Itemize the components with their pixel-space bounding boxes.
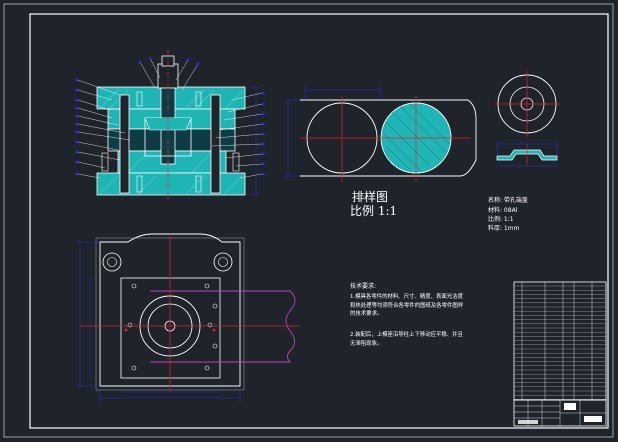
tech-requirement-1: 1.模具各零件的材料、尺寸、精度、表面光洁度和热处理等均须符合各零件的图纸及各零… <box>350 294 464 318</box>
strip-layout-view <box>284 86 477 182</box>
part-material: 材料: 08Al <box>488 207 518 214</box>
part-top-view <box>494 71 560 137</box>
tech-requirements-heading: 技术要求: <box>350 283 377 290</box>
outer-border <box>3 3 614 438</box>
part-section-view <box>496 141 558 167</box>
layout-scale: 比例 1:1 <box>350 204 398 218</box>
part-scale: 比例: 1:1 <box>488 216 514 223</box>
layout-title: 排样图 <box>352 190 389 204</box>
inner-border <box>29 13 609 429</box>
tech-requirement-2: 2.装配后，上模座沿导柱上下移动应平稳、并且无滞阻现象。 <box>350 332 463 347</box>
lower-die-plan-view <box>76 233 300 402</box>
title-block <box>513 399 607 427</box>
part-thickness: 料厚: 1mm <box>488 225 520 232</box>
part-name: 名称: 带孔端盖 <box>488 197 528 204</box>
parts-list-table <box>513 281 607 401</box>
mold-section-view <box>75 50 265 200</box>
